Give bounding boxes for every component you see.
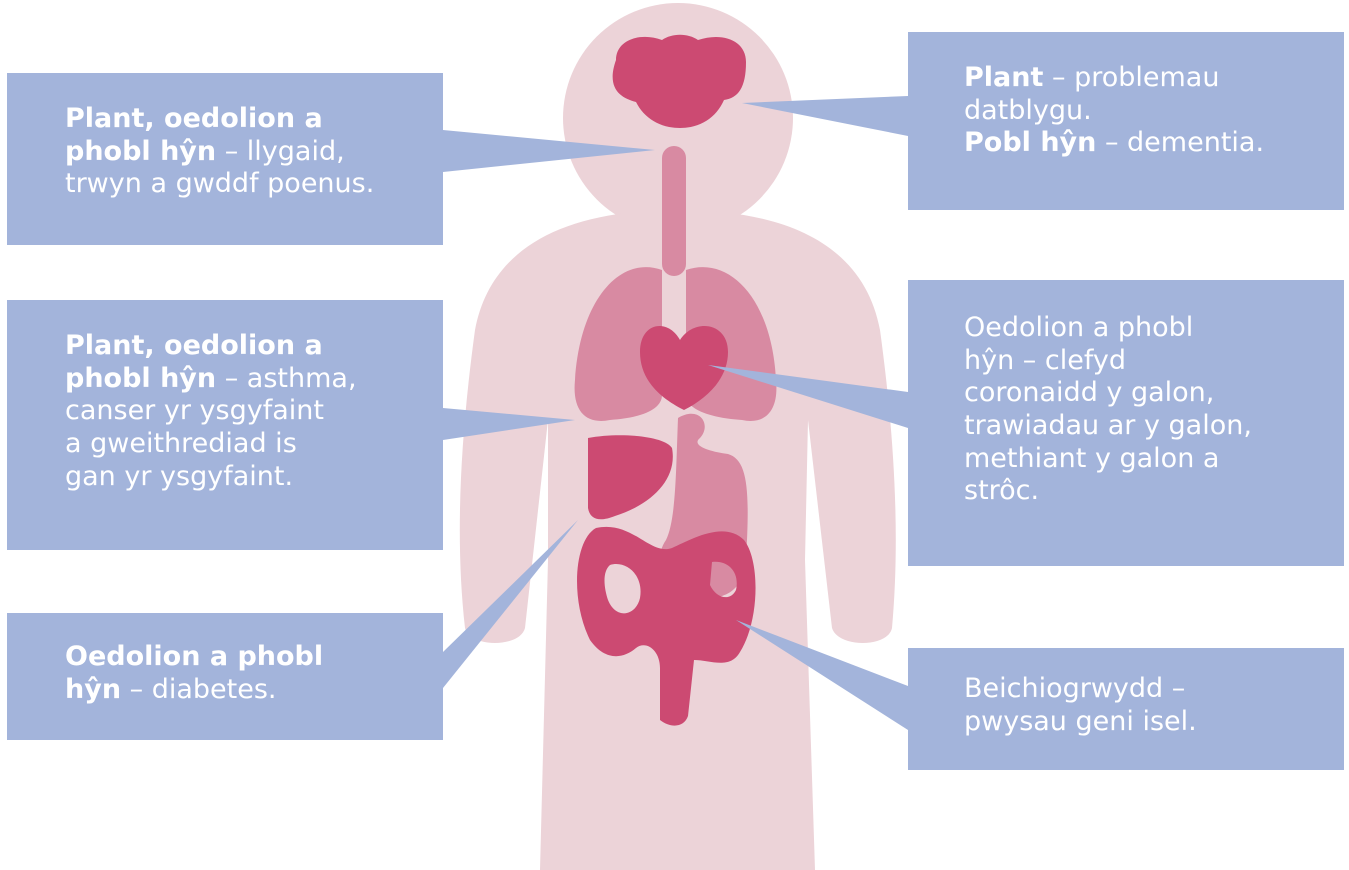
callout-pregnancy: Beichiogrwydd – pwysau geni isel. xyxy=(908,648,1344,770)
callout-diabetes: Oedolion a phobl hŷn – diabetes. xyxy=(7,613,443,740)
callout-text: pwysau geni isel. xyxy=(964,706,1344,739)
callout-text: Pobl hŷn xyxy=(964,127,1096,158)
callout-text: phobl hŷn xyxy=(65,136,216,167)
callout-lungs: Plant, oedolion a phobl hŷn – asthma, ca… xyxy=(7,300,443,550)
callout-eyes-nose-throat: Plant, oedolion a phobl hŷn – llygaid, t… xyxy=(7,73,443,245)
callout-text: – diabetes. xyxy=(121,674,276,705)
callout-text: trawiadau ar y galon, xyxy=(964,410,1344,443)
callout-text: gan yr ysgyfaint. xyxy=(65,461,443,494)
callout-text: Plant xyxy=(964,62,1043,93)
callout-text: canser yr ysgyfaint xyxy=(65,395,443,428)
callout-text: phobl hŷn xyxy=(65,363,216,394)
callout-heart: Oedolion a phobl hŷn – clefyd coronaidd … xyxy=(908,280,1344,566)
callout-text: Plant, oedolion a xyxy=(65,103,323,134)
callout-text: strôc. xyxy=(964,475,1344,508)
callout-text: methiant y galon a xyxy=(964,443,1344,476)
callout-text: Beichiogrwydd – xyxy=(964,673,1344,706)
callout-text: – llygaid, xyxy=(216,136,345,167)
callout-text: hŷn – clefyd xyxy=(964,345,1344,378)
callout-text: Plant, oedolion a xyxy=(65,330,323,361)
callout-text: Oedolion a phobl xyxy=(964,312,1344,345)
callout-text: – asthma, xyxy=(216,363,356,394)
callout-text: – dementia. xyxy=(1096,127,1264,158)
callout-text: trwyn a gwddf poenus. xyxy=(65,168,443,201)
callout-text: Oedolion a phobl xyxy=(65,641,323,672)
callout-text: – problemau xyxy=(1043,62,1219,93)
callout-text: datblygu. xyxy=(964,95,1344,128)
callout-brain: Plant – problemau datblygu. Pobl hŷn – d… xyxy=(908,32,1344,210)
callout-text: coronaidd y galon, xyxy=(964,377,1344,410)
trachea xyxy=(662,146,686,276)
callout-text: hŷn xyxy=(65,674,121,705)
callout-text: a gweithrediad is xyxy=(65,428,443,461)
